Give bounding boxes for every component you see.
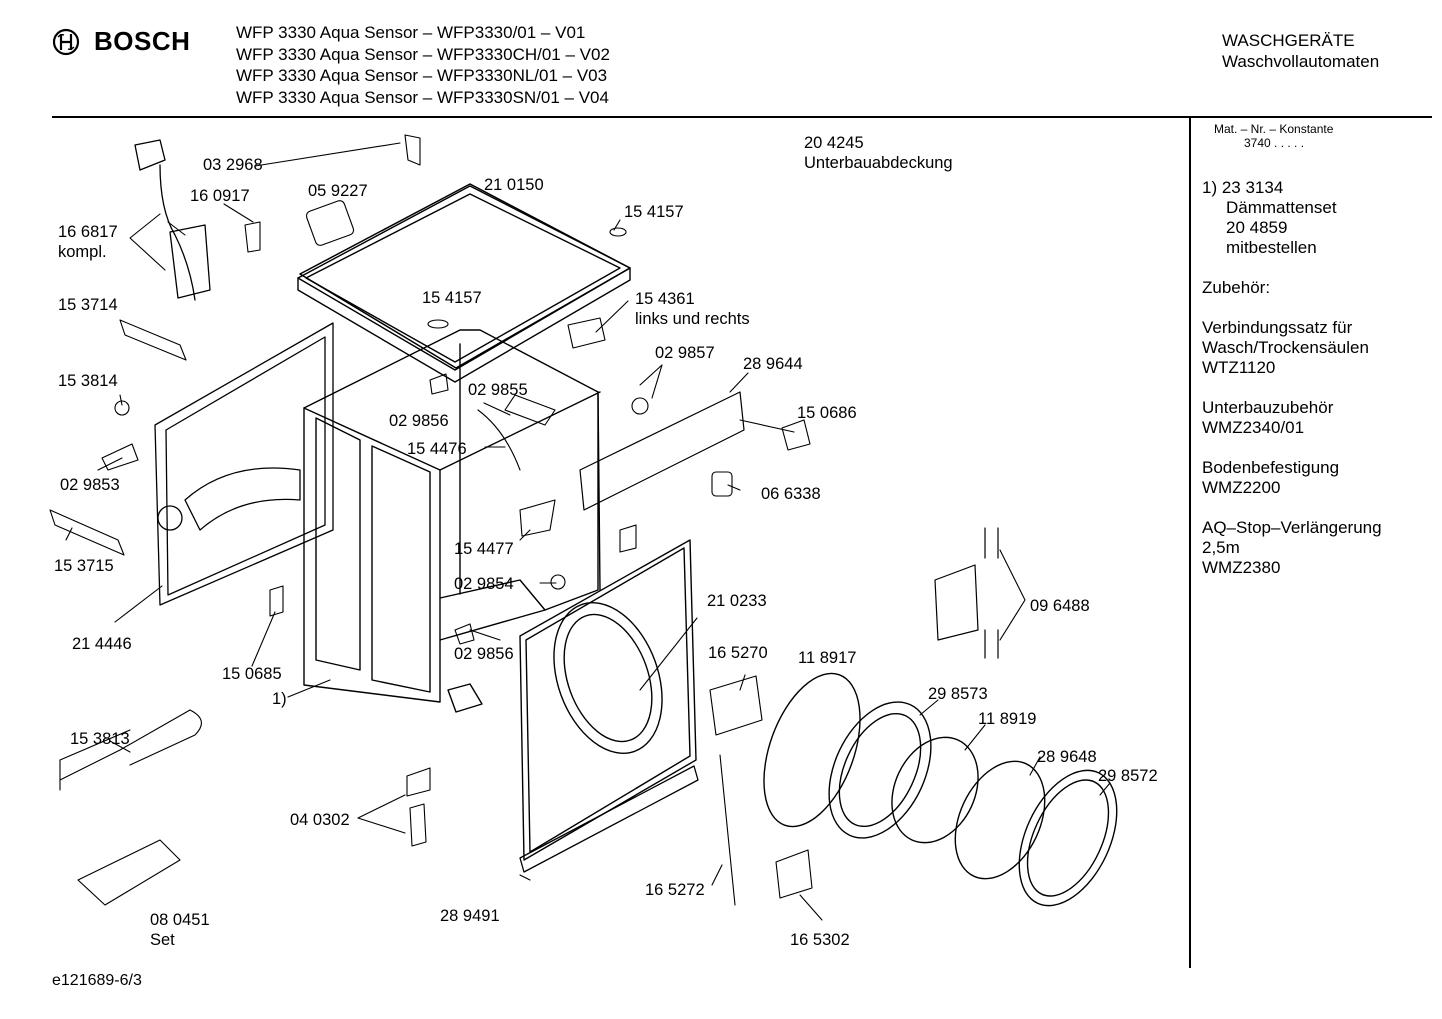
part-label: 15 4361: [635, 290, 695, 308]
accessory-line: WMZ2380: [1202, 558, 1281, 577]
part-label: 16 5272: [645, 881, 705, 899]
part-label: 29 8572: [1098, 767, 1158, 785]
note-line: mitbestellen: [1226, 238, 1317, 257]
accessory-line: WMZ2200: [1202, 478, 1281, 497]
part-label: 15 0686: [797, 404, 857, 422]
part-label: 28 9491: [440, 907, 500, 925]
part-label: 15 0685: [222, 665, 282, 683]
part-label: 06 6338: [761, 485, 821, 503]
part-label: 04 0302: [290, 811, 350, 829]
model-list: WFP 3330 Aqua Sensor – WFP3330/01 – V01 …: [236, 22, 610, 108]
part-label: 15 3813: [70, 730, 130, 748]
accessory-line: WMZ2340/01: [1202, 418, 1305, 437]
part-label: 16 6817: [58, 223, 118, 241]
worktop: [299, 183, 631, 369]
model-line: WFP 3330 Aqua Sensor – WFP3330/01 – V01: [236, 23, 586, 42]
part-desc: kompl.: [58, 243, 107, 261]
category-title: WASCHGERÄTE: [1222, 31, 1355, 50]
part-label: 15 4477: [454, 540, 514, 558]
part-label: 29 8573: [928, 685, 988, 703]
part-label: 1): [272, 690, 287, 708]
power-cord: [134, 139, 211, 301]
part-label: 15 3714: [58, 296, 118, 314]
door-rings: [763, 672, 1118, 907]
part-label: 15 4157: [624, 203, 684, 221]
part-desc: Set: [150, 931, 175, 949]
mat-header: Mat. – Nr. – Konstante: [1214, 122, 1334, 136]
accessory-line: WTZ1120: [1202, 358, 1276, 377]
part-label: 16 5270: [708, 644, 768, 662]
accessory-line: Bodenbefestigung: [1202, 458, 1340, 477]
part-desc: Unterbauabdeckung: [804, 154, 953, 172]
part-label: 21 0233: [707, 592, 767, 610]
cabinet: [297, 185, 631, 713]
accessory-line: Verbindungssatz für: [1202, 318, 1353, 337]
part-label: 15 4476: [407, 440, 467, 458]
part-label: 09 6488: [1030, 597, 1090, 615]
part-label: 16 5302: [790, 931, 850, 949]
note-number: 1) 23 3134: [1202, 178, 1284, 197]
part-label: 21 4446: [72, 635, 132, 653]
small-parts: [49, 134, 813, 906]
part-label: 28 9648: [1037, 748, 1097, 766]
part-label: 02 9856: [389, 412, 449, 430]
part-label: 28 9644: [743, 355, 803, 373]
diagram-code: e121689-6/3: [52, 972, 142, 989]
sidebar-divider: [1189, 118, 1191, 968]
brand: BOSCH: [52, 26, 190, 57]
accessory-line: 2,5m: [1202, 538, 1240, 557]
model-line: WFP 3330 Aqua Sensor – WFP3330SN/01 – V0…: [236, 87, 609, 107]
part-label: 15 4157: [422, 289, 482, 307]
part-label: 02 9855: [468, 381, 528, 399]
model-line: WFP 3330 Aqua Sensor – WFP3330CH/01 – V0…: [236, 44, 610, 64]
category-subtitle: Waschvollautomaten: [1222, 52, 1380, 71]
part-label: 08 0451: [150, 911, 210, 929]
model-line: WFP 3330 Aqua Sensor – WFP3330NL/01 – V0…: [236, 66, 608, 85]
part-label: 05 9227: [308, 182, 368, 200]
part-desc: links und rechts: [635, 310, 750, 328]
part-label: 21 0150: [484, 176, 544, 194]
sidebar: Mat. – Nr. – Konstante 3740 . . . . . 1)…: [1202, 122, 1432, 578]
accessory-line: Wasch/Trockensäulen: [1202, 338, 1369, 357]
accessory-line: Unterbauzubehör: [1202, 398, 1334, 417]
part-label: 11 8917: [798, 649, 857, 667]
part-label: 02 9854: [454, 575, 514, 593]
accessory-line: AQ–Stop–Verlängerung: [1202, 518, 1382, 537]
brand-name: BOSCH: [94, 26, 191, 56]
header-divider: [52, 116, 1432, 118]
mat-value: 3740 . . . . .: [1244, 136, 1305, 150]
front-panel: [519, 539, 697, 861]
leader-lines: [65, 142, 1111, 921]
part-label: 03 2968: [203, 156, 263, 174]
hinge: [934, 527, 999, 659]
part-label: 02 9857: [655, 344, 715, 362]
bosch-logo-icon: [52, 28, 80, 55]
note-line: 20 4859: [1226, 218, 1288, 237]
accessories-title: Zubehör:: [1202, 278, 1271, 297]
part-label: 15 3715: [54, 557, 114, 575]
part-label: 16 0917: [190, 187, 250, 205]
control-bracket: [579, 391, 745, 511]
kick-plate: [519, 765, 699, 873]
part-label: 02 9856: [454, 645, 514, 663]
part-label: 20 4245: [804, 134, 864, 152]
rear-panel: [154, 322, 334, 606]
part-label: 02 9853: [60, 476, 120, 494]
note-line: Dämmattenset: [1226, 198, 1337, 217]
part-label: 15 3814: [58, 372, 118, 390]
category: WASCHGERÄTE Waschvollautomaten: [1222, 30, 1379, 72]
part-label: 11 8919: [978, 710, 1037, 728]
